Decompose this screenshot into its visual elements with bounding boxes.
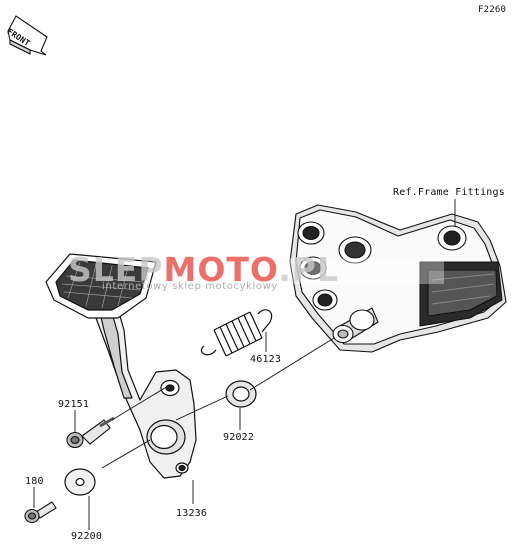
part-label-92151: 92151 — [58, 399, 90, 410]
leader-lines — [33, 199, 456, 530]
part-label-92022: 92022 — [223, 432, 255, 443]
return-spring — [200, 309, 273, 357]
washer-92022 — [225, 380, 257, 408]
pivot-shaft — [332, 307, 379, 344]
watermark-brand: SLEPMOTO.PL — [68, 250, 339, 289]
bolt-180 — [24, 501, 57, 524]
diagram-code: F2260 — [478, 5, 507, 15]
part-label-180: 180 — [25, 476, 44, 487]
washer-92200 — [64, 468, 96, 496]
assembly-lines — [101, 337, 335, 469]
part-label-13236: 13236 — [176, 508, 208, 519]
watermark-brand-suffix: .PL — [278, 250, 340, 289]
part-label-46123: 46123 — [250, 354, 282, 365]
pedal-pad — [45, 253, 157, 319]
front-arrow-icon — [7, 15, 48, 56]
watermark-brand-prefix: SLEP — [68, 250, 164, 289]
part-label-92200: 92200 — [71, 531, 103, 542]
reference-label: Ref.Frame Fittings — [393, 187, 505, 198]
frame-bolt-holes — [297, 221, 467, 311]
bolt-92151 — [66, 416, 115, 449]
brake-pedal-arm — [91, 299, 197, 479]
watermark-brand-main: MOTO — [163, 250, 279, 289]
watermark-tagline: internetowy sklep motocyklowy — [102, 281, 278, 292]
